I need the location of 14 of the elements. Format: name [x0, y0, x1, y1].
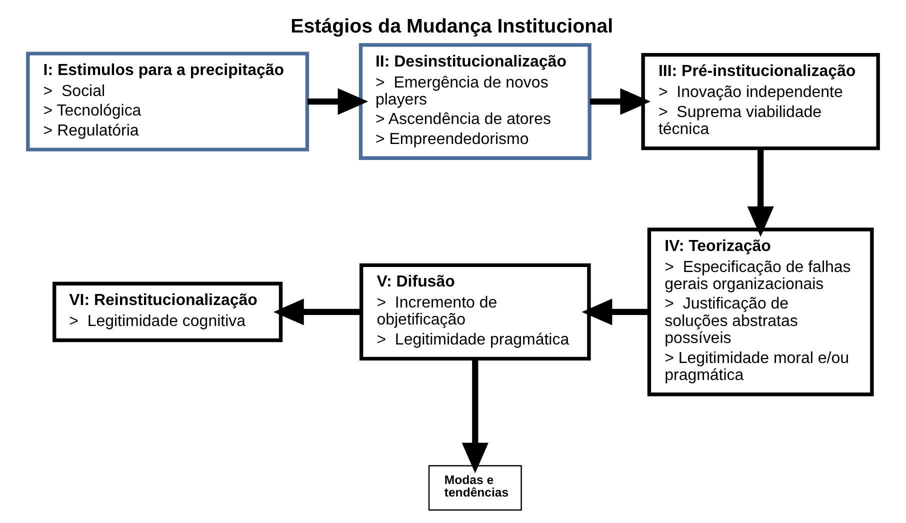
node-box: V: Difusão > Incremento de objetificação > Legitimidade pragmática	[360, 263, 591, 361]
arrow	[590, 88, 651, 115]
arrow	[462, 358, 488, 474]
node-box: III: Pré-institucionalização > Inovação independente > Suprema viabilidade técnica	[641, 52, 880, 150]
node-box: IV: Teorização > Especificação de falhas gerais organizacionais > Justificação de soluções abstratas possíveis > Legitimidade moral e/ou pragmática	[647, 228, 874, 396]
arrow	[582, 298, 649, 326]
node-box: VI: Reinstitucionalização > Legitimidade cognitiva	[52, 282, 283, 342]
diagram-title: Estágios da Mudança Institucional	[290, 15, 614, 38]
node-box: I: Estimulos para a precipitação > Social > Tecnológica > Regulatória	[26, 52, 310, 152]
arrow	[308, 88, 368, 115]
arrow	[273, 298, 362, 326]
node-box: Modas e tendências	[428, 465, 522, 511]
arrow	[747, 148, 774, 237]
node-box: II: Desinstitucionalização > Emergência de novos players > Ascendência de atores > Empreendedorismo	[358, 43, 592, 160]
